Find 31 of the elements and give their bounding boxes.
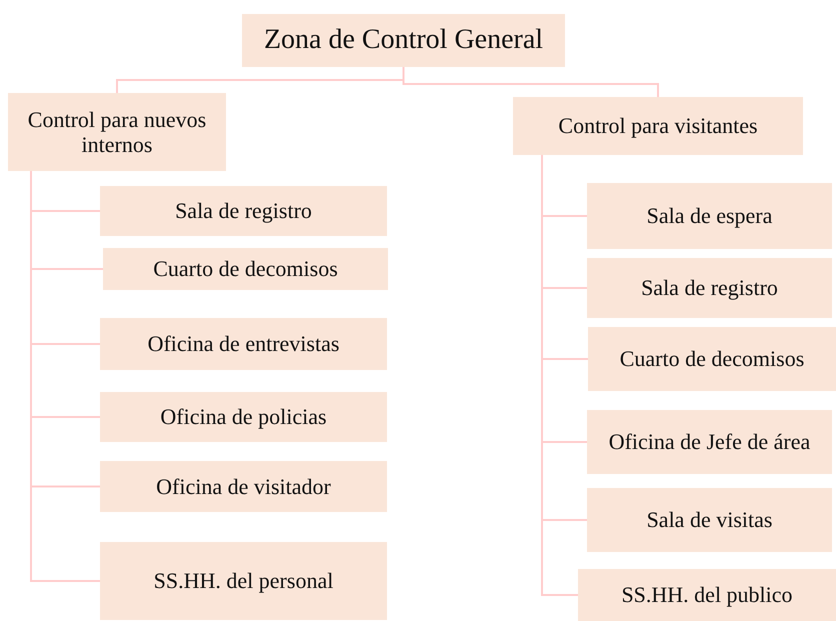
room-box [242, 14, 565, 67]
room-box [513, 97, 803, 155]
box-label: Control para visitantes [558, 113, 758, 139]
room-box [8, 93, 226, 171]
room-box [100, 461, 387, 512]
box-label: Zona de Control General [264, 24, 544, 57]
room-box [587, 488, 832, 552]
room-box [587, 183, 832, 249]
room-box [587, 410, 832, 474]
box-label: Control para nuevos internos [26, 106, 208, 158]
box-label: Oficina de entrevistas [148, 331, 340, 357]
box-label: Sala de espera [646, 203, 772, 229]
room-box [100, 542, 387, 620]
connector-line [402, 67, 659, 97]
box-label: Oficina de policias [160, 404, 327, 430]
box-label: Oficina de Jefe de área [608, 429, 810, 455]
box-label: Sala de registro [175, 198, 312, 224]
room-box [578, 569, 836, 621]
box-label: Sala de registro [641, 275, 778, 301]
room-box [100, 186, 387, 236]
room-box [587, 258, 832, 318]
room-box [588, 327, 836, 391]
room-box [103, 248, 388, 290]
box-label: Sala de visitas [646, 507, 772, 533]
room-box [100, 392, 387, 442]
box-label: Cuarto de decomisos [620, 346, 804, 372]
box-label: SS.HH. del personal [154, 568, 334, 594]
box-label: Oficina de visitador [156, 474, 331, 500]
room-box [100, 318, 387, 370]
box-label: Cuarto de decomisos [153, 256, 338, 282]
box-label: SS.HH. del publico [621, 582, 793, 608]
